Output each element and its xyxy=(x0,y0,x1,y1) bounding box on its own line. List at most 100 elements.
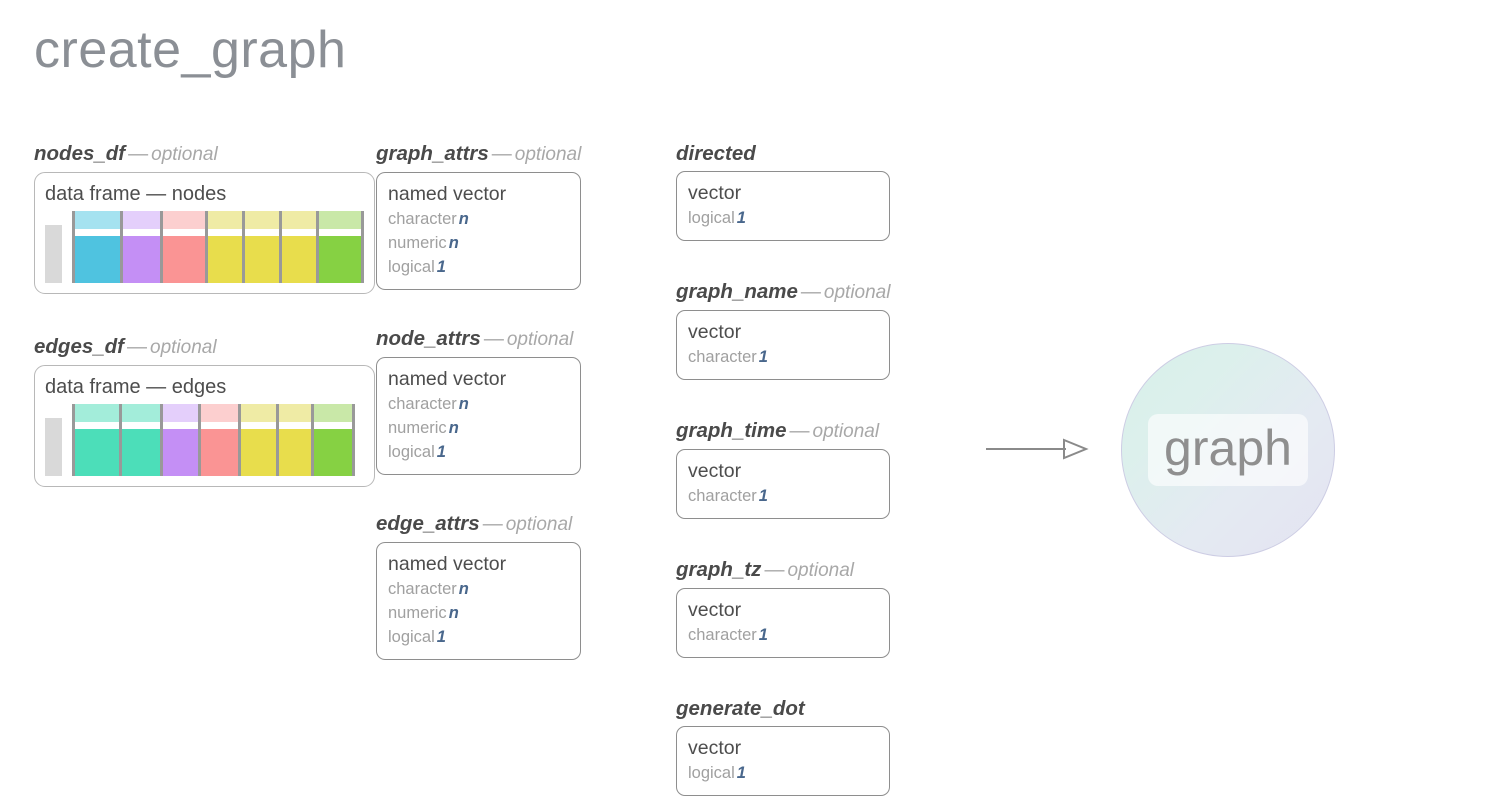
param-dash: — xyxy=(482,513,503,535)
output-label: graph xyxy=(1164,420,1292,476)
param-optional-tag: optional xyxy=(787,560,854,581)
param-label-generate_dot: generate_dot xyxy=(676,698,890,720)
param-optional-tag: optional xyxy=(514,144,582,165)
spec-cardinality: 1 xyxy=(436,628,446,646)
data-frame-box-edges_df: data frame — edges xyxy=(34,365,375,487)
column-gap xyxy=(75,422,119,429)
column-gap xyxy=(123,229,160,236)
spec-heading: named vector xyxy=(388,183,507,205)
data-frame-column xyxy=(208,211,245,283)
data-frame-column xyxy=(122,404,163,476)
column-body xyxy=(122,429,160,476)
data-frame-column xyxy=(75,211,123,283)
column-gap xyxy=(163,229,205,236)
spec-heading: vector xyxy=(688,737,742,759)
column-gap xyxy=(319,229,361,236)
spec-type: character xyxy=(688,487,757,505)
data-frame-column xyxy=(314,404,352,476)
column-header-band xyxy=(201,404,238,422)
spec-cardinality: n xyxy=(448,419,459,437)
param-name: nodes_df xyxy=(34,142,126,165)
spec-cardinality: 1 xyxy=(436,443,446,461)
spec-heading: vector xyxy=(688,321,742,343)
data-frame-columns xyxy=(72,404,355,476)
spec-cardinality: 1 xyxy=(758,348,768,366)
param-label-edges_df: edges_df—optional xyxy=(34,336,375,359)
output-label-backdrop: graph xyxy=(1148,414,1308,486)
data-frame-grid xyxy=(45,211,364,283)
param-dash: — xyxy=(127,336,147,358)
column-gap xyxy=(201,422,238,429)
column-body xyxy=(201,429,238,476)
column-header-band xyxy=(123,211,160,229)
row-index-column xyxy=(45,418,62,476)
data-frame-column xyxy=(279,404,314,476)
param-label-directed: directed xyxy=(676,143,890,165)
column-body xyxy=(245,236,279,283)
spec-heading: vector xyxy=(688,460,742,482)
param-name: graph_attrs xyxy=(376,142,489,165)
column-gap xyxy=(122,422,160,429)
column-gap xyxy=(75,229,120,236)
param-name: directed xyxy=(676,142,756,165)
spec-type: numeric xyxy=(388,604,447,622)
spec-type: logical xyxy=(388,258,435,276)
data-frame-column xyxy=(75,404,122,476)
column-header-band xyxy=(75,211,120,229)
data-frame-column xyxy=(245,211,282,283)
column-gap xyxy=(163,422,198,429)
column-body xyxy=(319,236,361,283)
param-dash: — xyxy=(491,143,512,165)
param-dash: — xyxy=(128,143,149,165)
param-label-graph_tz: graph_tz—optional xyxy=(676,559,890,582)
spec-type: character xyxy=(388,395,457,413)
data-frame-column xyxy=(123,211,163,283)
column-header-band xyxy=(241,404,276,422)
param-label-graph_name: graph_name—optional xyxy=(676,281,890,304)
spec-cardinality: n xyxy=(448,234,459,252)
column-header-band xyxy=(279,404,311,422)
param-dash: — xyxy=(789,420,810,442)
param-name: edge_attrs xyxy=(376,512,480,535)
column-header-band xyxy=(122,404,160,422)
param-name: graph_tz xyxy=(676,558,762,581)
param-optional-tag: optional xyxy=(823,282,891,303)
column-body xyxy=(279,429,311,476)
param-optional-tag: optional xyxy=(150,337,217,358)
row-index-column xyxy=(45,225,62,283)
param-optional-tag: optional xyxy=(812,421,880,442)
param-label-graph_attrs: graph_attrs—optional xyxy=(376,143,581,166)
data-frame-column xyxy=(319,211,361,283)
param-optional-tag: optional xyxy=(505,514,573,535)
spec-heading: named vector xyxy=(388,553,507,575)
param-optional-tag: optional xyxy=(506,329,574,350)
spec-type: logical xyxy=(388,628,435,646)
spec-type: character xyxy=(688,626,757,644)
output-graph-node: graph xyxy=(1121,343,1335,557)
param-label-graph_time: graph_time—optional xyxy=(676,420,890,443)
column-header-band xyxy=(163,211,205,229)
spec-type: character xyxy=(388,210,457,228)
spec-cardinality: n xyxy=(458,580,469,598)
param-name: generate_dot xyxy=(676,697,805,720)
